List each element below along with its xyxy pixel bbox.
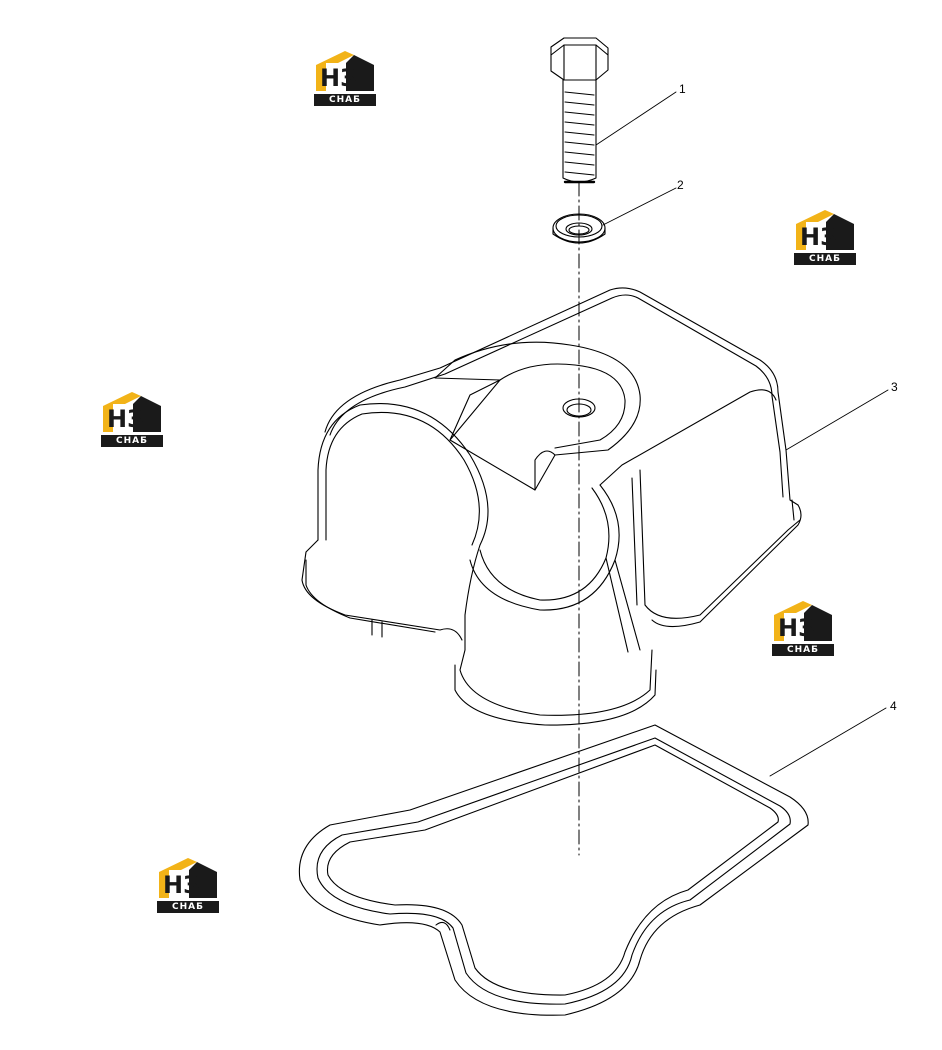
part-bolt <box>550 37 609 184</box>
watermark-logo: НЗ СНАБ <box>157 856 219 914</box>
house-logo-icon <box>103 392 161 432</box>
logo-letters: НЗ <box>778 614 816 642</box>
house-logo-icon <box>774 601 832 641</box>
logo-caption: СНАБ <box>157 901 219 913</box>
logo-caption: СНАБ <box>101 435 163 447</box>
logo-letters: НЗ <box>163 871 201 899</box>
watermark-logo: НЗ СНАБ <box>794 208 856 266</box>
house-logo-icon <box>796 210 854 250</box>
watermark-logo: НЗ СНАБ <box>101 390 163 448</box>
house-logo-icon <box>159 858 217 898</box>
leader-lines <box>595 91 889 777</box>
callout-3: 3 <box>891 380 898 394</box>
watermark-logo: НЗ СНАБ <box>314 49 376 107</box>
logo-letters: НЗ <box>107 405 145 433</box>
callout-1: 1 <box>679 82 686 96</box>
logo-caption: СНАБ <box>772 644 834 656</box>
logo-caption: СНАБ <box>794 253 856 265</box>
watermark-logo: НЗ СНАБ <box>772 599 834 657</box>
logo-caption: СНАБ <box>314 94 376 106</box>
part-gasket <box>298 724 809 1016</box>
part-washer <box>552 213 606 244</box>
logo-letters: НЗ <box>800 223 838 251</box>
callout-2: 2 <box>677 178 684 192</box>
callout-4: 4 <box>890 699 897 713</box>
logo-letters: НЗ <box>320 64 358 92</box>
house-logo-icon <box>316 51 374 91</box>
part-valve-cover <box>301 287 802 726</box>
